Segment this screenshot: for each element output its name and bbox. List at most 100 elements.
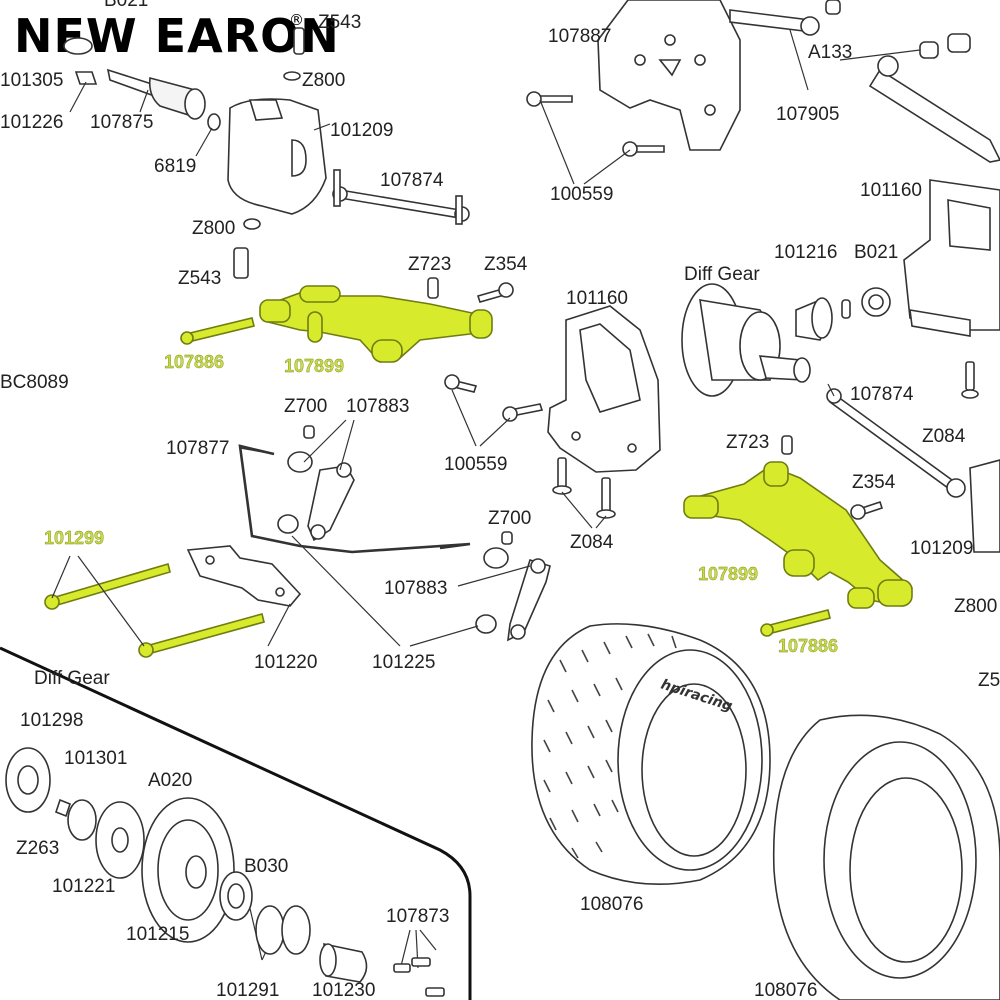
sway-bar-107877 <box>238 444 471 554</box>
label-diff-gear-top: Diff Gear <box>684 264 760 285</box>
brand-logo: NEW EARON <box>14 9 340 63</box>
label-101209-right: 101209 <box>910 538 973 559</box>
label-100559-mid: 100559 <box>444 454 507 475</box>
hinge-pin-107886-left <box>180 317 255 345</box>
pin-101226 <box>74 71 98 85</box>
label-108076-a: 108076 <box>580 894 643 915</box>
oring-101291-a <box>255 905 285 955</box>
gearbox-101209-top <box>227 98 327 215</box>
label-z084-right: Z084 <box>922 426 966 447</box>
label-101221: 101221 <box>52 876 115 897</box>
label-107886-right: 107886 <box>778 636 838 656</box>
label-z354-right: Z354 <box>852 472 896 493</box>
hinge-pin-101299-b <box>138 613 265 658</box>
label-z800-right: Z800 <box>954 596 997 617</box>
label-107899-left: 107899 <box>284 356 344 376</box>
label-6819: 6819 <box>154 156 196 177</box>
label-101226: 101226 <box>0 112 63 133</box>
label-101216: 101216 <box>774 242 837 263</box>
label-z723-right: Z723 <box>726 432 769 453</box>
nut-z800-mid <box>243 218 261 230</box>
label-diff-gear-box: Diff Gear <box>34 668 110 689</box>
label-a133: A133 <box>808 42 852 63</box>
ballstud-z700-mid <box>501 531 513 545</box>
ballstud-z700-top <box>303 425 315 439</box>
diff-gear-assembly-top <box>681 283 811 397</box>
label-101160-mid: 101160 <box>566 288 628 309</box>
ball-joint-107883-top <box>287 451 355 542</box>
label-107883-mid: 107883 <box>384 578 447 599</box>
label-z5-right: Z5 <box>978 670 1000 691</box>
label-101215: 101215 <box>126 924 189 945</box>
diff-gear-panel-border <box>0 646 472 1000</box>
screw-z543-mid <box>233 247 249 279</box>
label-101291: 101291 <box>216 980 279 1000</box>
label-101230: 101230 <box>312 980 375 1000</box>
gear-case-101160-center <box>547 305 661 473</box>
oring-101291-b <box>281 905 311 955</box>
label-z354-left: Z354 <box>484 254 528 275</box>
label-a020: A020 <box>148 770 192 791</box>
label-b030: B030 <box>244 856 288 877</box>
label-bc8089: BC8089 <box>0 372 69 393</box>
bushing-top-right <box>947 33 971 53</box>
screw-z084-b <box>601 477 611 513</box>
label-z084-mid: Z084 <box>570 532 614 553</box>
hinge-pin-101299-a <box>44 562 171 610</box>
label-107883-top: 107883 <box>346 396 409 417</box>
gearbox-101160-right <box>903 179 1000 337</box>
screw-z084-right <box>965 361 975 391</box>
label-z800-top: Z800 <box>302 70 345 91</box>
label-b021-top: B021 <box>104 0 148 11</box>
label-101209-top: 101209 <box>330 120 393 141</box>
pinion-101216 <box>795 297 833 341</box>
tire-108076-front: hpiracing <box>531 623 771 886</box>
suspension-arm-107899-left <box>259 285 493 363</box>
pin-101216 <box>841 299 851 319</box>
label-z723-left: Z723 <box>408 254 451 275</box>
ballstud-a133 <box>825 0 841 15</box>
dogbone-107874-top <box>332 169 470 225</box>
bearing-101305 <box>63 37 93 55</box>
label-101160-right: 101160 <box>860 180 922 201</box>
label-107887: 107887 <box>548 26 611 47</box>
gearbox-101209-right <box>969 459 1000 553</box>
label-101301: 101301 <box>64 748 127 769</box>
screw-z084-a <box>557 457 567 489</box>
label-z543-mid: Z543 <box>178 268 221 289</box>
label-101298: 101298 <box>20 710 83 731</box>
camber-link-107905 <box>729 9 1000 163</box>
suspension-arm-107899-right <box>683 461 914 609</box>
label-z700-top: Z700 <box>284 396 327 417</box>
bushing-a133 <box>919 41 939 59</box>
label-101305: 101305 <box>0 70 63 91</box>
tire-108076-rear <box>772 714 1000 1000</box>
registered-mark: ® <box>289 11 304 29</box>
washer-6819 <box>207 113 221 131</box>
label-z543-top: Z543 <box>318 12 361 33</box>
bushing-107883 <box>277 514 299 534</box>
label-107875: 107875 <box>90 112 153 133</box>
shock-tower-107887 <box>597 0 741 151</box>
label-107874-top: 107874 <box>380 170 444 191</box>
mount-101220 <box>186 545 302 607</box>
spacer-z723-right <box>781 435 793 455</box>
bushing-101225 <box>475 614 497 634</box>
label-107874-right: 107874 <box>850 384 914 405</box>
highlighted-labels: 107886 107899 101299 107899 107886 <box>44 352 838 656</box>
shim-101301 <box>67 799 97 841</box>
label-z800-mid: Z800 <box>192 218 235 239</box>
label-101299: 101299 <box>44 528 104 548</box>
label-108076-b: 108076 <box>754 980 817 1000</box>
label-z263: Z263 <box>16 838 59 859</box>
label-107899-right: 107899 <box>698 564 758 584</box>
label-107873: 107873 <box>386 906 449 927</box>
nut-z800-top <box>283 71 301 81</box>
label-100559-top: 100559 <box>550 184 613 205</box>
diff-gear-panel-parts <box>5 747 445 997</box>
ball-joint-107883-mid <box>483 547 551 642</box>
label-101220: 101220 <box>254 652 317 673</box>
label-b021-right: B021 <box>854 242 898 263</box>
